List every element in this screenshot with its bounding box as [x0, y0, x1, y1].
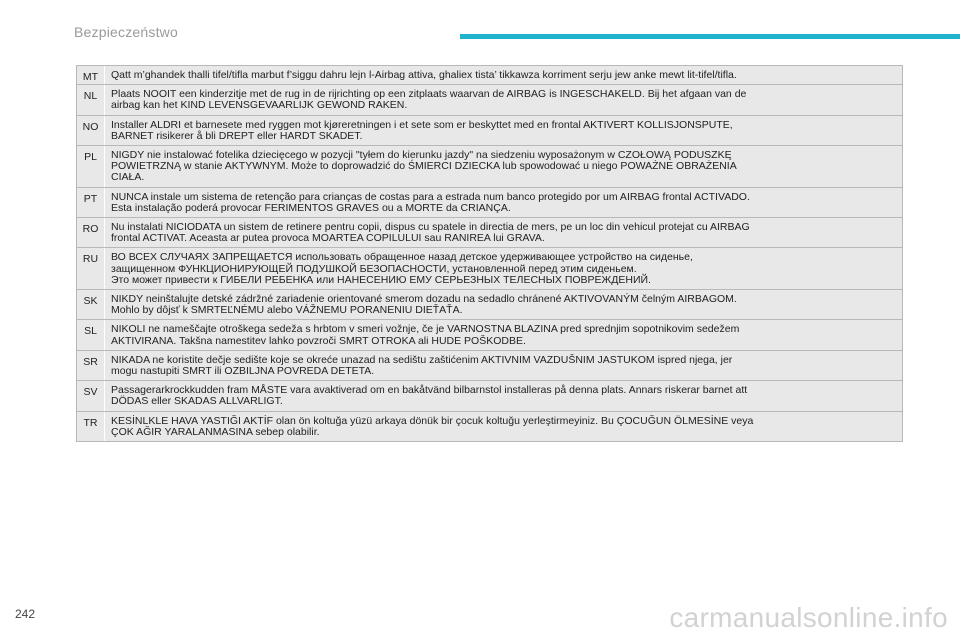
table-row: TR KESİNLKLE HAVA YASTIĞI AKTİF olan ön … [76, 411, 903, 443]
table-row: RU ВО ВСЕХ СЛУЧАЯХ ЗАПРЕЩАЕТСЯ использов… [76, 248, 903, 291]
page-number: 242 [15, 607, 36, 621]
table-row: PT NUNCA instale um sistema de retenção … [76, 187, 903, 219]
warning-text: ВО ВСЕХ СЛУЧАЯХ ЗАПРЕЩАЕТСЯ использовать… [105, 248, 902, 290]
warning-text: Passagerarkrockkudden fram MÅSTE vara av… [105, 381, 902, 411]
table-row: NO Installer ALDRI et barnesete med rygg… [76, 115, 903, 147]
language-code: TR [77, 411, 105, 442]
table-row: SL NIKOLI ne nameščajte otroškega sedeža… [76, 320, 903, 351]
warning-table: MT Qatt m’ghandek thalli tifel/tifla mar… [76, 65, 903, 443]
table-row: SV Passagerarkrockkudden fram MÅSTE vara… [76, 381, 903, 412]
table-row: RO Nu instalati NICIODATA un sistem de r… [76, 218, 903, 249]
warning-text: NIKADA ne koristite dečje sedište koje s… [105, 350, 902, 381]
table-row: SK NIKDY neinštalujte detské zádržné zar… [76, 290, 903, 321]
language-code: SV [77, 381, 105, 411]
warning-text: Installer ALDRI et barnesete med ryggen … [105, 115, 902, 146]
language-code: NO [77, 115, 105, 146]
warning-text: Plaats NOOIT een kinderzitje met de rug … [105, 85, 902, 115]
table-row: MT Qatt m’ghandek thalli tifel/tifla mar… [76, 66, 903, 86]
language-code: SR [77, 350, 105, 381]
table-row: NL Plaats NOOIT een kinderzitje met de r… [76, 85, 903, 116]
language-code: PT [77, 187, 105, 218]
language-code: SK [77, 290, 105, 320]
language-code: RU [77, 248, 105, 290]
language-code: NL [77, 85, 105, 115]
watermark: carmanualsonline.info [669, 602, 948, 633]
table-row: SR NIKADA ne koristite dečje sedište koj… [76, 350, 903, 382]
section-title: Bezpieczeństwo [74, 24, 178, 40]
language-code: SL [77, 320, 105, 350]
table-row: PL NIGDY nie instalować fotelika dziecię… [76, 146, 903, 188]
warning-text: NUNCA instale um sistema de retenção par… [105, 187, 902, 218]
language-code: RO [77, 218, 105, 248]
language-code: MT [77, 66, 105, 85]
warning-text: Nu instalati NICIODATA un sistem de reti… [105, 218, 902, 248]
warning-text: Qatt m’ghandek thalli tifel/tifla marbut… [105, 66, 902, 85]
warning-text: KESİNLKLE HAVA YASTIĞI AKTİF olan ön kol… [105, 411, 902, 442]
warning-text: NIKDY neinštalujte detské zádržné zariad… [105, 290, 902, 320]
language-code: PL [77, 146, 105, 187]
warning-text: NIKOLI ne nameščajte otroškega sedeža s … [105, 320, 902, 350]
header-accent-bar [460, 34, 960, 39]
warning-text: NIGDY nie instalować fotelika dziecięceg… [105, 146, 902, 187]
